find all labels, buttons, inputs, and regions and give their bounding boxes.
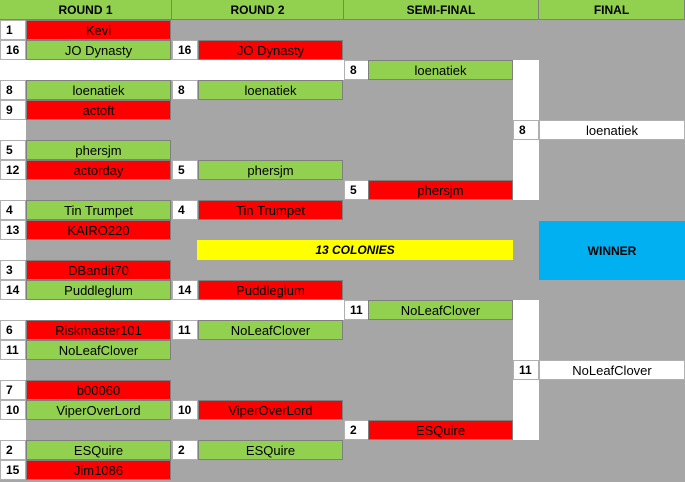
player-cell: Puddleglum: [198, 280, 343, 300]
seed-number: 4: [172, 200, 198, 220]
spacer-cell: [0, 360, 26, 380]
seed-number: 2: [344, 420, 370, 440]
player-cell: actorday: [26, 160, 171, 180]
seed-number: 11: [513, 360, 539, 380]
player-cell: NoLeafClover: [198, 320, 343, 340]
player-cell: Kevi: [26, 20, 171, 40]
seed-number: 6: [0, 320, 26, 340]
player-cell: phersjm: [368, 180, 513, 200]
seed-number: 5: [344, 180, 370, 200]
seed-number: 15: [0, 460, 26, 480]
seed-number: 16: [0, 40, 26, 60]
player-cell: NoLeafClover: [539, 360, 685, 380]
player-cell: ESQuire: [368, 420, 513, 440]
seed-number: 5: [172, 160, 198, 180]
spacer-cell: [0, 420, 26, 440]
seed-number: 11: [172, 320, 198, 340]
seed-number: 8: [0, 80, 26, 100]
player-cell: NoLeafClover: [26, 340, 171, 360]
player-cell: KAIRO220: [26, 220, 171, 240]
player-cell: ViperOverLord: [26, 400, 171, 420]
header-semi-final: SEMI-FINAL: [344, 0, 539, 20]
seed-number: 7: [0, 380, 26, 400]
seed-number: 14: [0, 280, 26, 300]
player-cell: ESQuire: [198, 440, 343, 460]
player-cell: Tin Trumpet: [26, 200, 171, 220]
seed-number: 8: [172, 80, 198, 100]
player-cell: loenatiek: [368, 60, 513, 80]
seed-number: 2: [172, 440, 198, 460]
spacer-cell: [0, 120, 26, 140]
seed-number: 16: [172, 40, 198, 60]
event-banner: 13 COLONIES: [197, 240, 513, 260]
seed-number: 9: [0, 100, 26, 120]
seed-number: 14: [172, 280, 198, 300]
player-cell: actoft: [26, 100, 171, 120]
seed-number: 4: [0, 200, 26, 220]
seed-number: 13: [0, 220, 26, 240]
header-final: FINAL: [539, 0, 685, 20]
player-cell: phersjm: [26, 140, 171, 160]
winner-box: WINNER: [539, 221, 685, 280]
player-cell: b00060: [26, 380, 171, 400]
player-cell: Jim1086: [26, 460, 171, 480]
seed-number: 2: [0, 440, 26, 460]
seed-number: 8: [513, 120, 539, 140]
header-round-1: ROUND 1: [0, 0, 172, 20]
player-cell: loenatiek: [26, 80, 171, 100]
player-cell: DBandit70: [26, 260, 171, 280]
player-cell: Tin Trumpet: [198, 200, 343, 220]
seed-number: 3: [0, 260, 26, 280]
spacer-cell: [0, 240, 26, 260]
header-round-2: ROUND 2: [172, 0, 344, 20]
seed-number: 12: [0, 160, 26, 180]
seed-number: 10: [172, 400, 198, 420]
seed-number: 11: [0, 340, 26, 360]
player-cell: Puddleglum: [26, 280, 171, 300]
seed-number: 5: [0, 140, 26, 160]
player-cell: ViperOverLord: [198, 400, 343, 420]
player-cell: Riskmaster101: [26, 320, 171, 340]
player-cell: loenatiek: [539, 120, 685, 140]
seed-number: 10: [0, 400, 26, 420]
seed-number: 11: [344, 300, 370, 320]
player-cell: NoLeafClover: [368, 300, 513, 320]
seed-number: 8: [344, 60, 370, 80]
seed-number: 1: [0, 20, 26, 40]
player-cell: loenatiek: [198, 80, 343, 100]
spacer-cell: [0, 180, 26, 200]
player-cell: phersjm: [198, 160, 343, 180]
player-cell: JO Dynasty: [198, 40, 343, 60]
player-cell: JO Dynasty: [26, 40, 171, 60]
player-cell: ESQuire: [26, 440, 171, 460]
